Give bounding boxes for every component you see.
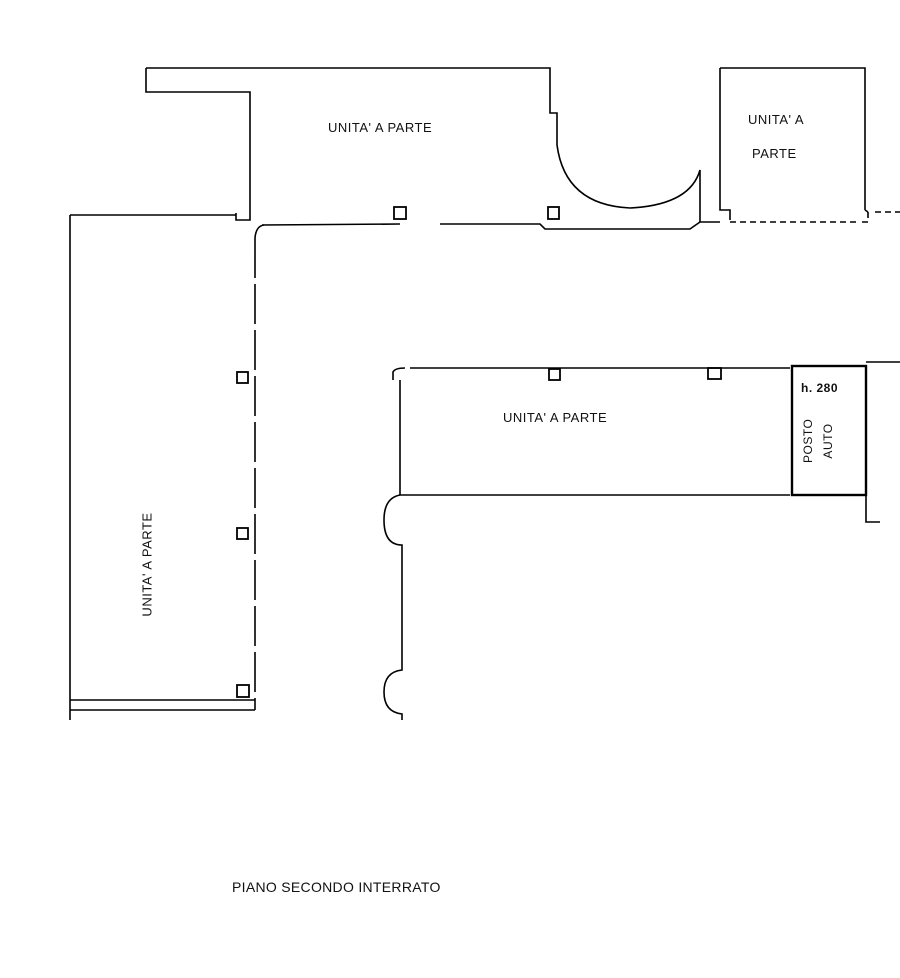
columns [236,206,722,698]
unit-label-left: UNITA' A PARTE [139,512,155,617]
column [547,206,560,220]
wall-left-unit [69,214,255,720]
unit-label-top-right-line2: PARTE [752,146,797,161]
column [236,371,249,384]
wall-top-right-unit [719,67,869,220]
unit-label-top-left: UNITA' A PARTE [328,120,433,135]
wall-lower [383,494,403,720]
parking-label-line2: AUTO [821,423,835,459]
column [393,206,407,220]
unit-label-middle: UNITA' A PARTE [503,410,608,425]
corridor-wall-top-dashed [730,211,900,223]
wall-top-left-unit-side [145,68,251,221]
wall-top-left-unit [146,67,701,222]
parking-space [790,364,868,497]
wall-middle-unit [392,367,790,496]
column [236,527,249,540]
parking-label-line1: POSTO [801,418,815,463]
wall-right [865,361,900,523]
column [548,368,561,381]
parking-height: h. 280 [801,381,839,395]
column [236,684,250,698]
corner-arc [254,224,265,239]
column [707,367,722,380]
plan-caption: PIANO SECONDO INTERRATO [232,879,441,895]
corridor-wall-top [261,221,720,230]
unit-label-top-right-line1: UNITA' A [748,112,805,127]
